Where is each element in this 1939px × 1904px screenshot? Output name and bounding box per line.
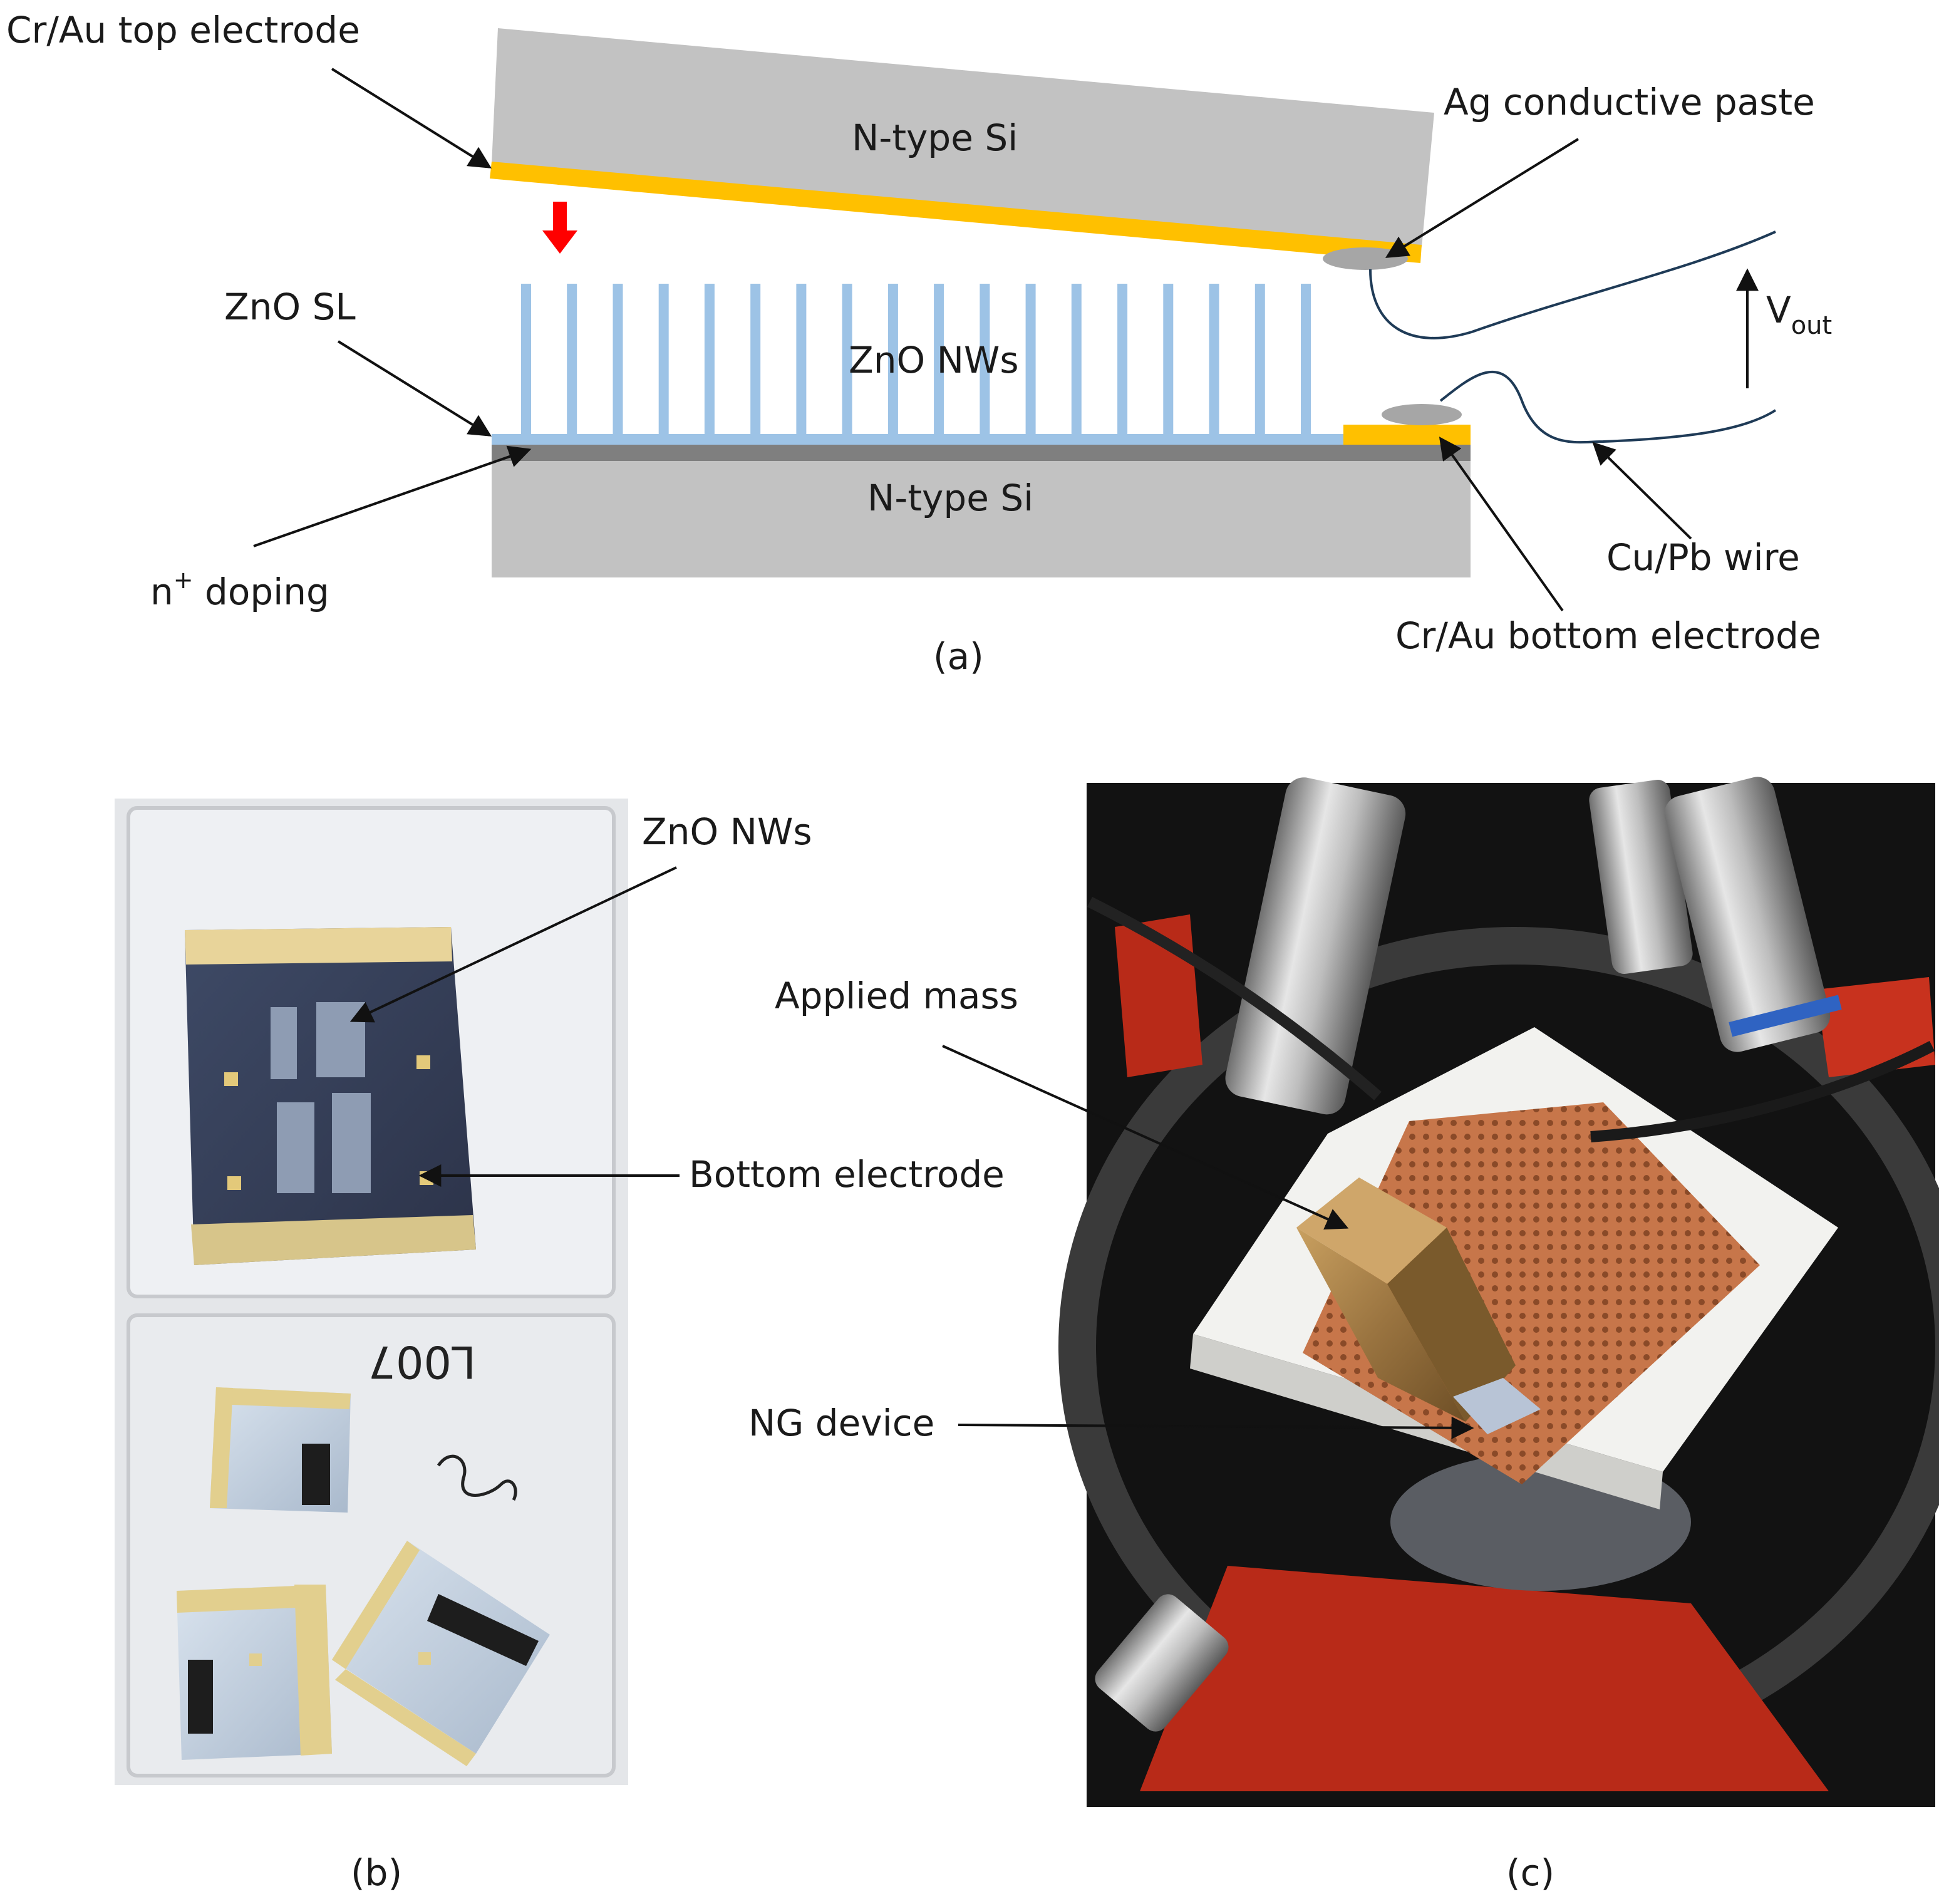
leader-c-applied-mass [942,1045,1349,1230]
chip-2 [177,1585,332,1760]
nanowire [1025,284,1036,435]
panel-c-photo: Applied mass NG device (c) [748,777,1939,1894]
nanowire [1301,284,1311,435]
red-stage-right [1816,977,1935,1077]
bottom-wire [1439,370,1777,444]
label-ag-paste: Ag conductive paste [1444,81,1815,123]
label-bottom-electrode: Cr/Au bottom electrode [1395,614,1821,657]
label-wire: Cu/Pb wire [1606,536,1800,579]
label-c-applied-mass: Applied mass [775,975,1018,1017]
n-doping-layer [492,445,1471,461]
objective-mid [1589,780,1693,974]
nanowire [750,284,761,435]
caption-a: (a) [933,635,984,678]
nanowire [887,284,898,435]
leader-bottom-electrode [1439,437,1564,612]
cable-right [1590,1041,1935,1142]
leader-n-doping [253,445,532,547]
nanowire [521,284,531,435]
bottom-silicon-substrate [492,461,1471,577]
nanowire [613,284,623,435]
ag-paste-bottom [1382,404,1462,425]
label-zno-nws: ZnO NWs [849,339,1019,381]
label-b-bottom-electrode: Bottom electrode [689,1153,1005,1196]
chip-3 [332,1541,550,1766]
top-gold-electrode [490,162,1422,263]
force-arrow [542,202,577,254]
nanowire [1254,284,1265,435]
leader-zno-sl [337,340,492,437]
leader-c-ng-device [958,1416,1474,1439]
bottom-gold-electrode [1343,425,1471,445]
nanowire [1163,284,1174,435]
caption-c: (c) [1506,1851,1554,1894]
nanowire [980,284,990,435]
applied-mass-block [1296,1177,1516,1422]
nanowire [1117,284,1128,435]
panel-b-photo: L007 ZnO NWs Bottom electrode (b) [115,799,1005,1894]
label-vout: Vout [1766,289,1832,340]
zno-nanowires [521,284,1311,435]
red-stage-lower [1140,1566,1829,1791]
objective-right [1664,777,1842,1052]
chip-1 [210,1387,351,1513]
nanowire [1209,284,1219,435]
nanowire [934,284,944,435]
nanowire [658,284,669,435]
cable-left [1087,896,1382,1100]
handwriting-label: L007 [368,1336,476,1387]
leader-wire [1592,442,1692,540]
nanowire [1071,284,1082,435]
small-cylinder [1095,1594,1229,1732]
nanowire [796,284,807,435]
nanowire [704,284,715,435]
top-wire [1369,230,1776,339]
panel-a-schematic: Cr/Au top electrode N-type Si Ag conduct… [6,9,1832,678]
nanowire [842,284,852,435]
zno-seed-layer [492,434,1343,445]
handwriting-scribble [437,1454,517,1501]
caption-b: (b) [351,1851,402,1894]
label-bottom-si: N-type Si [867,477,1033,519]
label-b-nws: ZnO NWs [642,810,812,853]
main-wafer [185,927,476,1265]
leader-ag-paste [1385,138,1580,258]
label-n-doping: n+ doping [150,566,329,613]
objective-left [1225,777,1406,1115]
label-top-si: N-type Si [852,116,1018,159]
label-top-electrode: Cr/Au top electrode [6,9,360,51]
ng-device-chip [1453,1378,1541,1434]
nanowire [567,284,577,435]
top-silicon-substrate [492,28,1434,247]
label-c-ng-device: NG device [748,1402,934,1444]
label-zno-sl: ZnO SL [224,286,356,328]
leader-top-electrode [331,68,492,168]
leader-b-nws [349,866,677,1023]
